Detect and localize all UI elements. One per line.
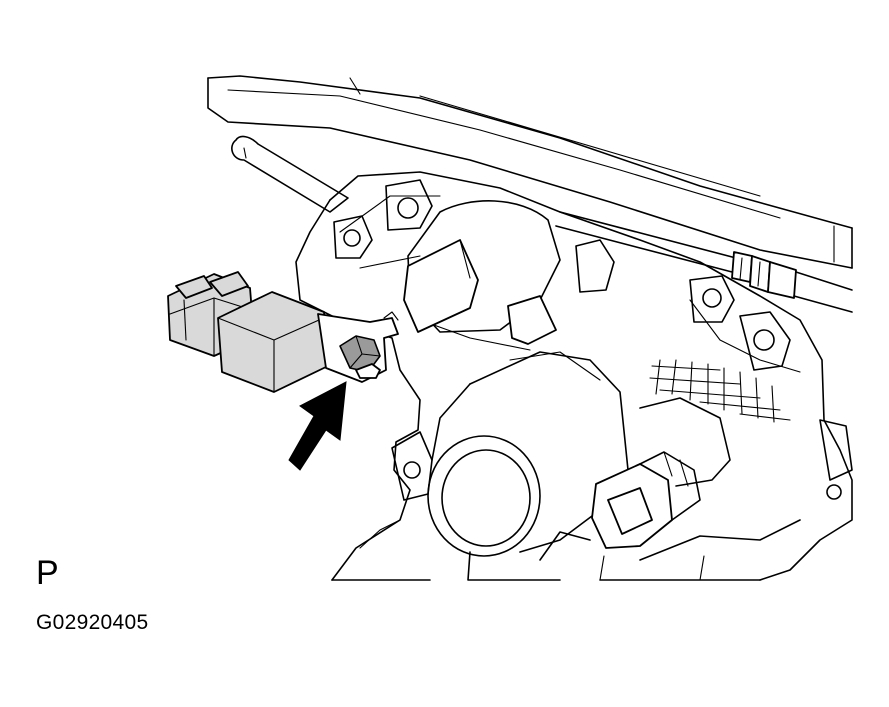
coolant-temp-sensor [591, 397, 731, 549]
cylinder-head-outline [207, 75, 853, 269]
fuel-line-pipe [555, 211, 853, 313]
bolt-bosses [333, 179, 853, 500]
engine-housing [295, 171, 853, 581]
arrow-up-right-icon [288, 381, 347, 471]
casting-hatch [649, 359, 791, 423]
mounting-nut [339, 335, 381, 379]
figure-code-label: G02920405 [36, 611, 149, 634]
view-letter-label: P [36, 554, 59, 592]
water-outlet [391, 351, 629, 557]
rod [231, 135, 349, 213]
upper-sensor-boss [403, 200, 615, 345]
lower-casting [359, 519, 801, 581]
